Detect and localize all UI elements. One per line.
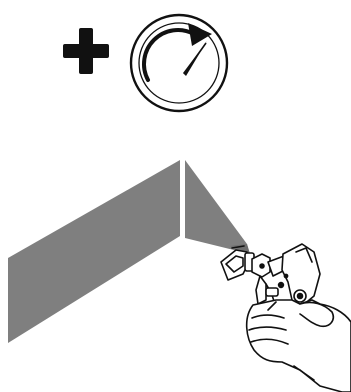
painted-wall-corner (8, 160, 180, 343)
pressure-gauge-increase-icon (129, 13, 229, 113)
hand-icon (245, 299, 351, 392)
plus-icon (63, 28, 109, 74)
airless-spray-gun-icon (220, 243, 321, 311)
paint-spray-fan (185, 160, 250, 254)
